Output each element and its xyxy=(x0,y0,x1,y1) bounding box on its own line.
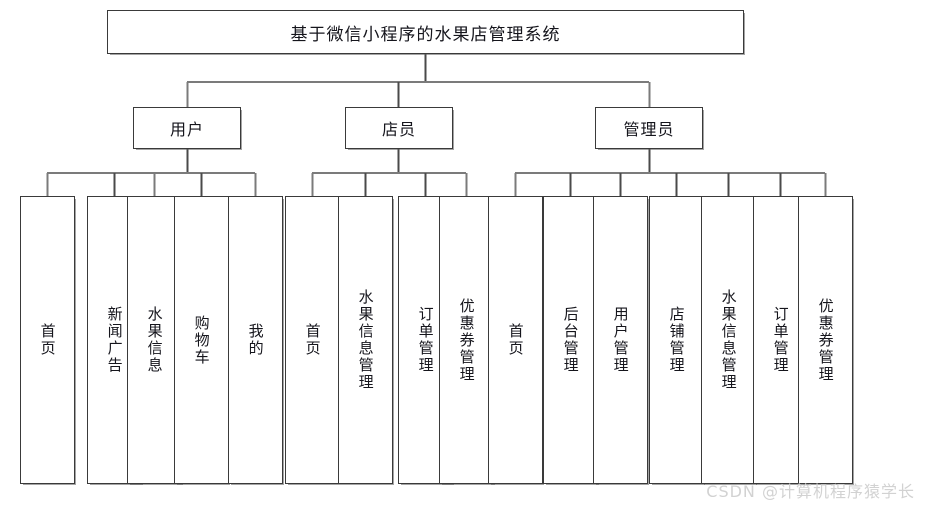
leaf-node-label: 订单管理 xyxy=(416,306,435,374)
role-node-user-label: 用户 xyxy=(169,120,204,139)
leaf-node-label: 水果信息管理 xyxy=(356,289,375,391)
leaf-node[interactable]: 用户管理 xyxy=(593,196,648,484)
leaf-node-label: 水果信息管理 xyxy=(719,289,738,391)
role-node-admin[interactable]: 管理员 xyxy=(595,107,703,149)
leaf-node-label: 我的 xyxy=(246,323,265,357)
leaf-node-label: 后台管理 xyxy=(561,306,580,374)
leaf-node[interactable]: 后台管理 xyxy=(543,196,598,484)
leaf-node[interactable]: 优惠券管理 xyxy=(798,196,853,484)
leaf-node[interactable]: 购物车 xyxy=(174,196,229,484)
leaf-node[interactable]: 首页 xyxy=(20,196,75,484)
root-node[interactable]: 基于微信小程序的水果店管理系统 xyxy=(107,10,744,54)
leaf-node-label: 订单管理 xyxy=(771,306,790,374)
leaf-node[interactable]: 水果信息管理 xyxy=(338,196,393,484)
role-node-user[interactable]: 用户 xyxy=(133,107,241,149)
leaf-node-label: 店铺管理 xyxy=(667,306,686,374)
leaf-node-label: 首页 xyxy=(38,323,57,357)
leaf-node-label: 购物车 xyxy=(192,314,211,366)
leaf-node-label: 优惠券管理 xyxy=(816,297,835,383)
watermark: CSDN @计算机程序猿学长 xyxy=(706,482,915,501)
root-node-label: 基于微信小程序的水果店管理系统 xyxy=(290,24,561,45)
leaf-node[interactable]: 首页 xyxy=(488,196,543,484)
role-node-admin-label: 管理员 xyxy=(623,120,675,139)
leaf-node[interactable]: 店铺管理 xyxy=(649,196,704,484)
leaf-node[interactable]: 我的 xyxy=(228,196,283,484)
leaf-node[interactable]: 水果信息 xyxy=(127,196,182,484)
leaf-node[interactable]: 水果信息管理 xyxy=(701,196,756,484)
role-node-staff[interactable]: 店员 xyxy=(345,107,453,149)
leaf-node[interactable]: 首页 xyxy=(285,196,340,484)
leaf-node-label: 新闻广告 xyxy=(105,306,124,374)
leaf-node-label: 首页 xyxy=(506,323,525,357)
leaf-node-label: 水果信息 xyxy=(145,306,164,374)
leaf-node-label: 用户管理 xyxy=(611,306,630,374)
leaf-node-label: 首页 xyxy=(303,323,322,357)
leaf-node-label: 优惠券管理 xyxy=(457,297,476,383)
leaf-node[interactable]: 优惠券管理 xyxy=(439,196,494,484)
role-node-staff-label: 店员 xyxy=(381,120,416,139)
